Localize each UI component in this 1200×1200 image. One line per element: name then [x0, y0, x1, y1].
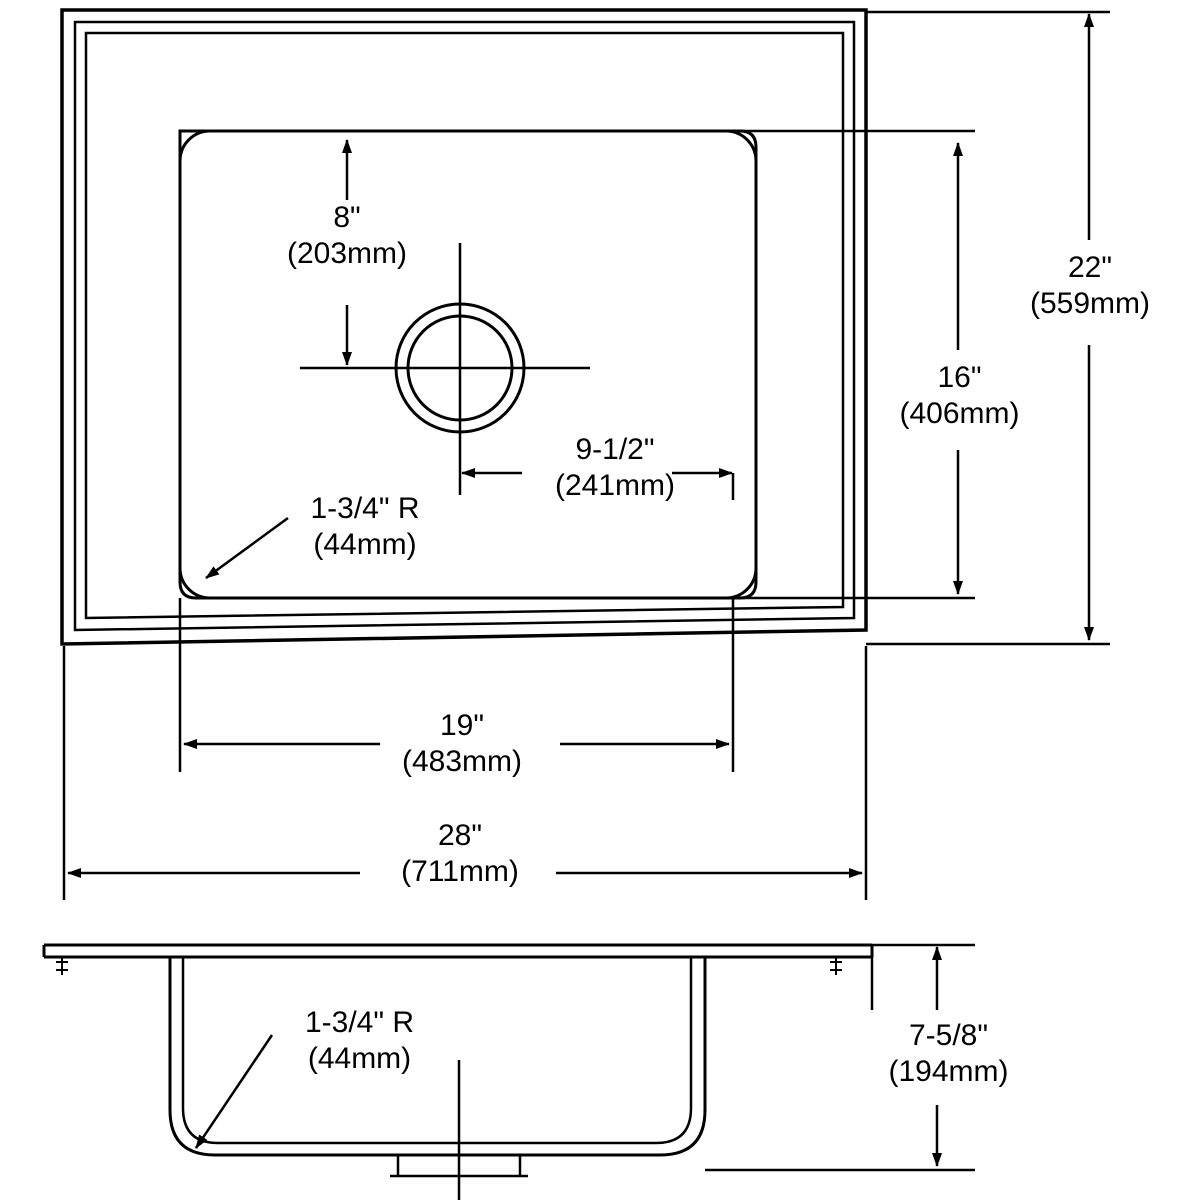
label-bowl-depth-metric: (194mm)	[888, 1055, 1009, 1088]
label-corner-radius-top-metric: (44mm)	[313, 528, 417, 561]
label-bowl-height: 16" (406mm)	[872, 360, 1047, 432]
label-corner-radius-top-imperial: 1-3/4" R	[310, 492, 420, 525]
dimension-16in-arrow	[723, 129, 975, 600]
label-corner-radius-section-metric: (44mm)	[307, 1042, 412, 1075]
radius-leader-top	[205, 516, 289, 580]
top-view-sink-outline	[60, 8, 868, 646]
label-overall-height-imperial: 22"	[1067, 251, 1113, 284]
dimension-9-5in-arrow	[461, 468, 735, 500]
label-bowl-depth: 7-5/8" (194mm)	[856, 1018, 1041, 1090]
label-overall-width-metric: (711mm)	[401, 855, 519, 888]
dimension-8in-arrow	[300, 139, 352, 370]
section-view-outline	[42, 943, 874, 1200]
label-corner-radius-section-imperial: 1-3/4" R	[304, 1006, 415, 1039]
label-bowl-depth-from-top-metric: (203mm)	[286, 237, 407, 270]
label-bowl-depth-from-top-imperial: 8"	[333, 201, 361, 234]
label-bowl-depth-imperial: 7-5/8"	[908, 1019, 989, 1052]
label-overall-width: 28" (711mm)	[370, 818, 550, 890]
label-overall-width-imperial: 28"	[437, 819, 483, 852]
label-bowl-width: 19" (483mm)	[372, 708, 552, 780]
label-corner-radius-top: 1-3/4" R (44mm)	[280, 491, 450, 563]
dimension-22in-arrow	[866, 10, 1110, 646]
label-bowl-width-imperial: 19"	[439, 709, 485, 742]
label-bowl-width-metric: (483mm)	[401, 745, 522, 778]
drain-centerlines	[330, 243, 590, 495]
dimension-19in-arrow	[178, 598, 735, 772]
label-overall-height-metric: (559mm)	[1029, 287, 1150, 320]
label-bowl-height-imperial: 16"	[937, 361, 982, 394]
label-bowl-height-metric: (406mm)	[899, 397, 1020, 430]
dimension-28in-arrow	[62, 646, 868, 900]
label-overall-height: 22" (559mm)	[1000, 250, 1180, 322]
label-bowl-depth-from-top: 8" (203mm)	[262, 200, 432, 272]
label-drain-offset-horizontal: 9-1/2" (241mm)	[520, 432, 710, 504]
label-drain-offset-metric: (241mm)	[554, 469, 675, 502]
label-drain-offset-imperial: 9-1/2"	[575, 433, 655, 466]
dimension-7-5-8in-arrow	[705, 943, 975, 1172]
label-corner-radius-section: 1-3/4" R (44mm)	[272, 1005, 447, 1077]
radius-leader-section	[194, 1034, 274, 1149]
